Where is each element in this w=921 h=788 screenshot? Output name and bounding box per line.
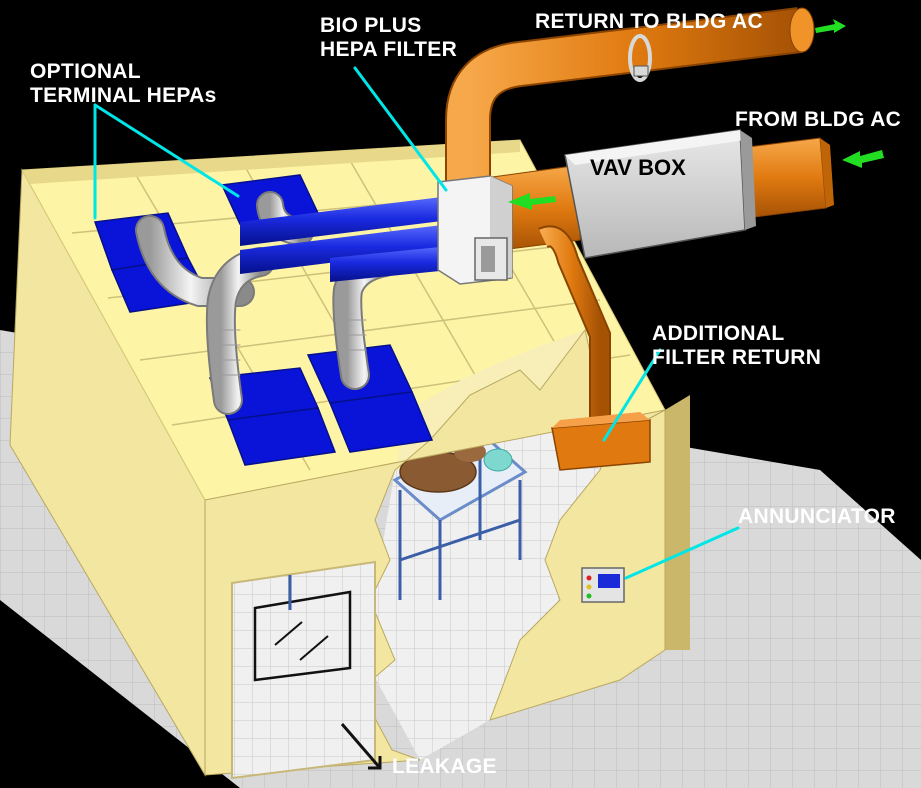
additional-return-line-1: ADDITIONAL	[652, 322, 785, 345]
bio-plus-line-1: BIO PLUS	[320, 14, 422, 37]
vav-box-label: VAV BOX	[590, 155, 686, 180]
return-duct	[445, 7, 815, 200]
leakage-arrow-icon	[340, 723, 382, 770]
annunciator-panel	[581, 567, 625, 603]
doorway	[231, 560, 376, 780]
return-to-bldg-label: RETURN TO BLDG AC	[535, 10, 763, 33]
from-bldg-label: FROM BLDG AC	[735, 108, 902, 131]
arrow-into-filter	[508, 193, 556, 210]
bio-plus-line-2: HEPA FILTER	[320, 38, 458, 61]
annunciator-label: ANNUNCIATOR	[738, 505, 896, 528]
arrow-from-bldg	[842, 150, 884, 168]
duct-clamp	[628, 34, 652, 82]
additional-return-label: ADDITIONAL FILTER RETURN	[652, 322, 821, 370]
airflow-arrows	[508, 19, 884, 210]
callout-lines	[93, 66, 740, 580]
leakage-label: LEAKAGE	[392, 755, 497, 778]
optional-hepas-label: OPTIONAL TERMINAL HEPAs	[30, 60, 217, 108]
additional-return-line-2: FILTER RETURN	[652, 346, 822, 369]
additional-return-duct	[538, 225, 651, 471]
optional-hepas-line-1: OPTIONAL	[30, 60, 141, 83]
arrow-return-out	[815, 19, 846, 33]
bio-plus-filter	[437, 175, 513, 285]
vav-box	[564, 129, 756, 259]
optional-hepas-line-2: TERMINAL HEPAs	[30, 84, 217, 107]
bio-plus-label: BIO PLUS HEPA FILTER	[320, 14, 457, 62]
